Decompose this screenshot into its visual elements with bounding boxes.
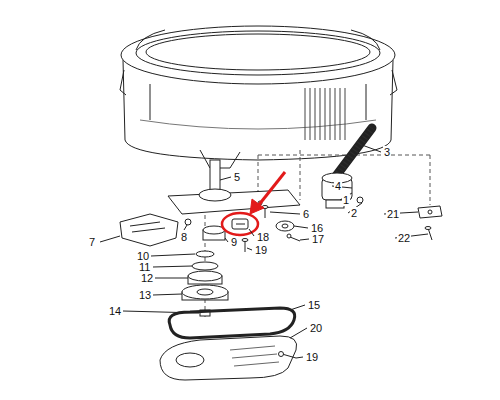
ring	[192, 262, 218, 270]
callout-number: 12	[140, 272, 154, 284]
rib	[335, 88, 336, 140]
callout-number: 18	[256, 231, 270, 243]
drive-plate	[168, 160, 300, 214]
callout-number: 5	[233, 171, 241, 183]
callout-number: 22	[397, 232, 411, 244]
callout-number: 14	[108, 305, 122, 317]
callout-number: 1	[342, 194, 350, 206]
callout-number: 4	[334, 180, 342, 192]
screw	[242, 239, 248, 253]
callout-number: 9	[230, 236, 238, 248]
rib	[340, 88, 341, 140]
clutch	[188, 271, 222, 284]
callout-number: 7	[88, 236, 96, 248]
drive-pulley	[182, 285, 228, 300]
highlight-arrow	[250, 172, 285, 214]
callout-number: 19	[305, 351, 319, 363]
washer	[196, 251, 214, 257]
assembly-lines	[205, 150, 430, 320]
rib	[330, 88, 331, 140]
leader-lines	[100, 145, 428, 358]
callout-number: 3	[383, 146, 391, 158]
hose-ribs	[336, 128, 372, 176]
callout-number: 8	[180, 231, 188, 243]
bearing	[203, 226, 225, 240]
rib	[310, 88, 311, 140]
shield-detail	[176, 353, 204, 367]
callout-number: 13	[138, 289, 152, 301]
callout-number: 2	[350, 207, 358, 219]
gearcase	[120, 214, 178, 246]
gearcase-detail	[130, 222, 165, 232]
rib	[315, 88, 316, 140]
pulley	[276, 221, 294, 231]
highlight-ring	[222, 213, 258, 235]
callout-number: 17	[311, 233, 325, 245]
spring-clip	[232, 219, 248, 229]
clip	[185, 219, 191, 225]
screw	[279, 352, 297, 359]
rib	[320, 88, 321, 140]
callout-number: 15	[307, 299, 321, 311]
drain-pump	[322, 173, 363, 208]
screw	[425, 227, 432, 241]
callout-number: 6	[302, 208, 310, 220]
drain-hose	[336, 128, 372, 176]
bracket	[418, 206, 442, 218]
shield-ribs	[230, 346, 279, 366]
belt-shield	[160, 336, 297, 380]
screw	[287, 234, 300, 241]
callout-number: 19	[254, 244, 268, 256]
callout-number: 21	[386, 208, 400, 220]
callout-number: 20	[309, 322, 323, 334]
rib	[325, 88, 326, 140]
rib	[305, 88, 306, 140]
rib	[345, 88, 346, 140]
tub-ribs	[305, 88, 345, 140]
